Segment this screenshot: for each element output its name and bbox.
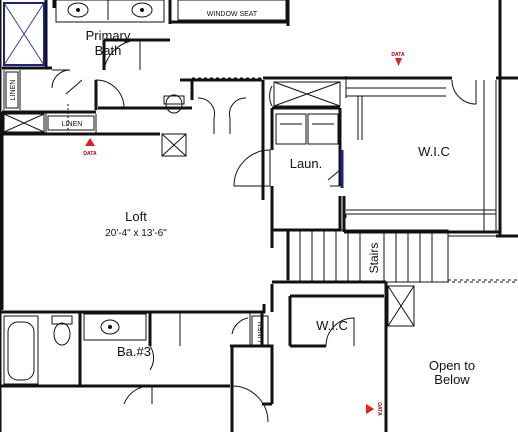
- bathtub: [3, 315, 39, 385]
- toilet-bath-3: [51, 315, 73, 346]
- loft-size-label: 20'-4" x 13'-6": [105, 228, 167, 239]
- bath-3-label: Ba.#3: [117, 344, 151, 359]
- vanity-bath-3: [83, 313, 147, 341]
- shower-fixture: [3, 2, 45, 66]
- data-marker-1-label: DATA: [391, 52, 405, 58]
- toilet-primary: [163, 94, 185, 114]
- loft-label: Loft: [125, 209, 147, 224]
- primary-bath-label-line2: Bath: [95, 43, 122, 58]
- linen-closet-3: LINEN: [251, 315, 269, 347]
- data-marker-3: DATA: [366, 402, 382, 416]
- door-swings: [51, 39, 477, 423]
- window-seat: WINDOW SEAT: [177, 0, 287, 21]
- linen-label-2: LINEN: [62, 121, 83, 128]
- data-marker-1: DATA: [391, 52, 405, 66]
- laundry-label: Laun.: [290, 156, 323, 171]
- linen-label-1: LINEN: [10, 80, 17, 101]
- window-seat-label: WINDOW SEAT: [207, 11, 258, 18]
- wic-small-label: W.I.C: [316, 318, 348, 333]
- cabinet-x-4: [387, 285, 415, 327]
- cabinet-x-3: [273, 81, 341, 107]
- staircase: [287, 229, 518, 283]
- data-marker-3-label: DATA: [376, 402, 382, 416]
- data-marker-2-label: DATA: [83, 151, 97, 157]
- wic-main-label: W.I.C: [418, 144, 450, 159]
- washer-dryer: [275, 113, 344, 188]
- stairs-label: Stairs: [367, 243, 381, 274]
- open-to-below-line1: Open to: [429, 358, 475, 373]
- double-vanity: [55, 0, 165, 23]
- cabinet-x-1: [3, 113, 45, 133]
- linen-label-3: LINEN: [258, 322, 265, 343]
- linen-closet-1: LINEN: [5, 71, 19, 109]
- cabinet-x-2: [161, 133, 187, 157]
- data-marker-2: DATA: [83, 138, 97, 157]
- open-to-below-line2: Below: [434, 372, 470, 387]
- thin-lines: [3, 0, 497, 346]
- linen-closet-2: LINEN: [47, 115, 95, 131]
- primary-bath-label-line1: Primary: [86, 28, 131, 43]
